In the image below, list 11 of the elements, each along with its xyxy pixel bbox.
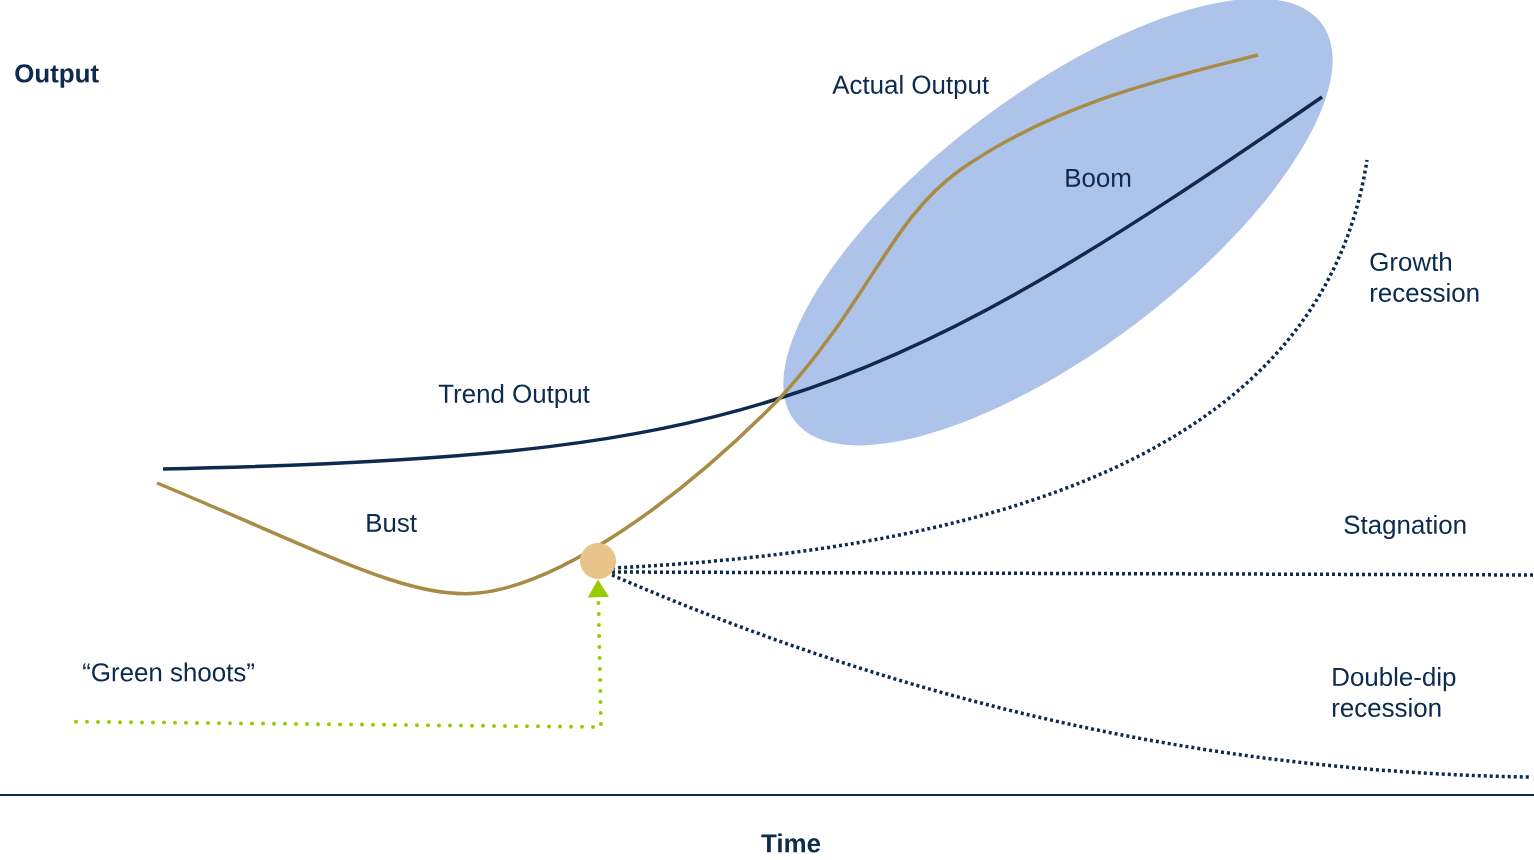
curve-label: Trend Output (438, 383, 590, 409)
scenario-label: Stagnation (1344, 514, 1466, 540)
turning-point-circle (580, 543, 616, 579)
axis-label: Output (15, 64, 99, 88)
region-label: Bust (367, 513, 417, 533)
annotation-text: “Green shoots” (83, 662, 254, 682)
curve-label: Actual Output (832, 74, 989, 100)
axis-label: Time (761, 833, 821, 853)
scenario-label: Growth recession (1370, 252, 1479, 302)
scenario-label: Double-dip recession (1332, 667, 1456, 717)
region-label: Boom (1066, 168, 1131, 188)
